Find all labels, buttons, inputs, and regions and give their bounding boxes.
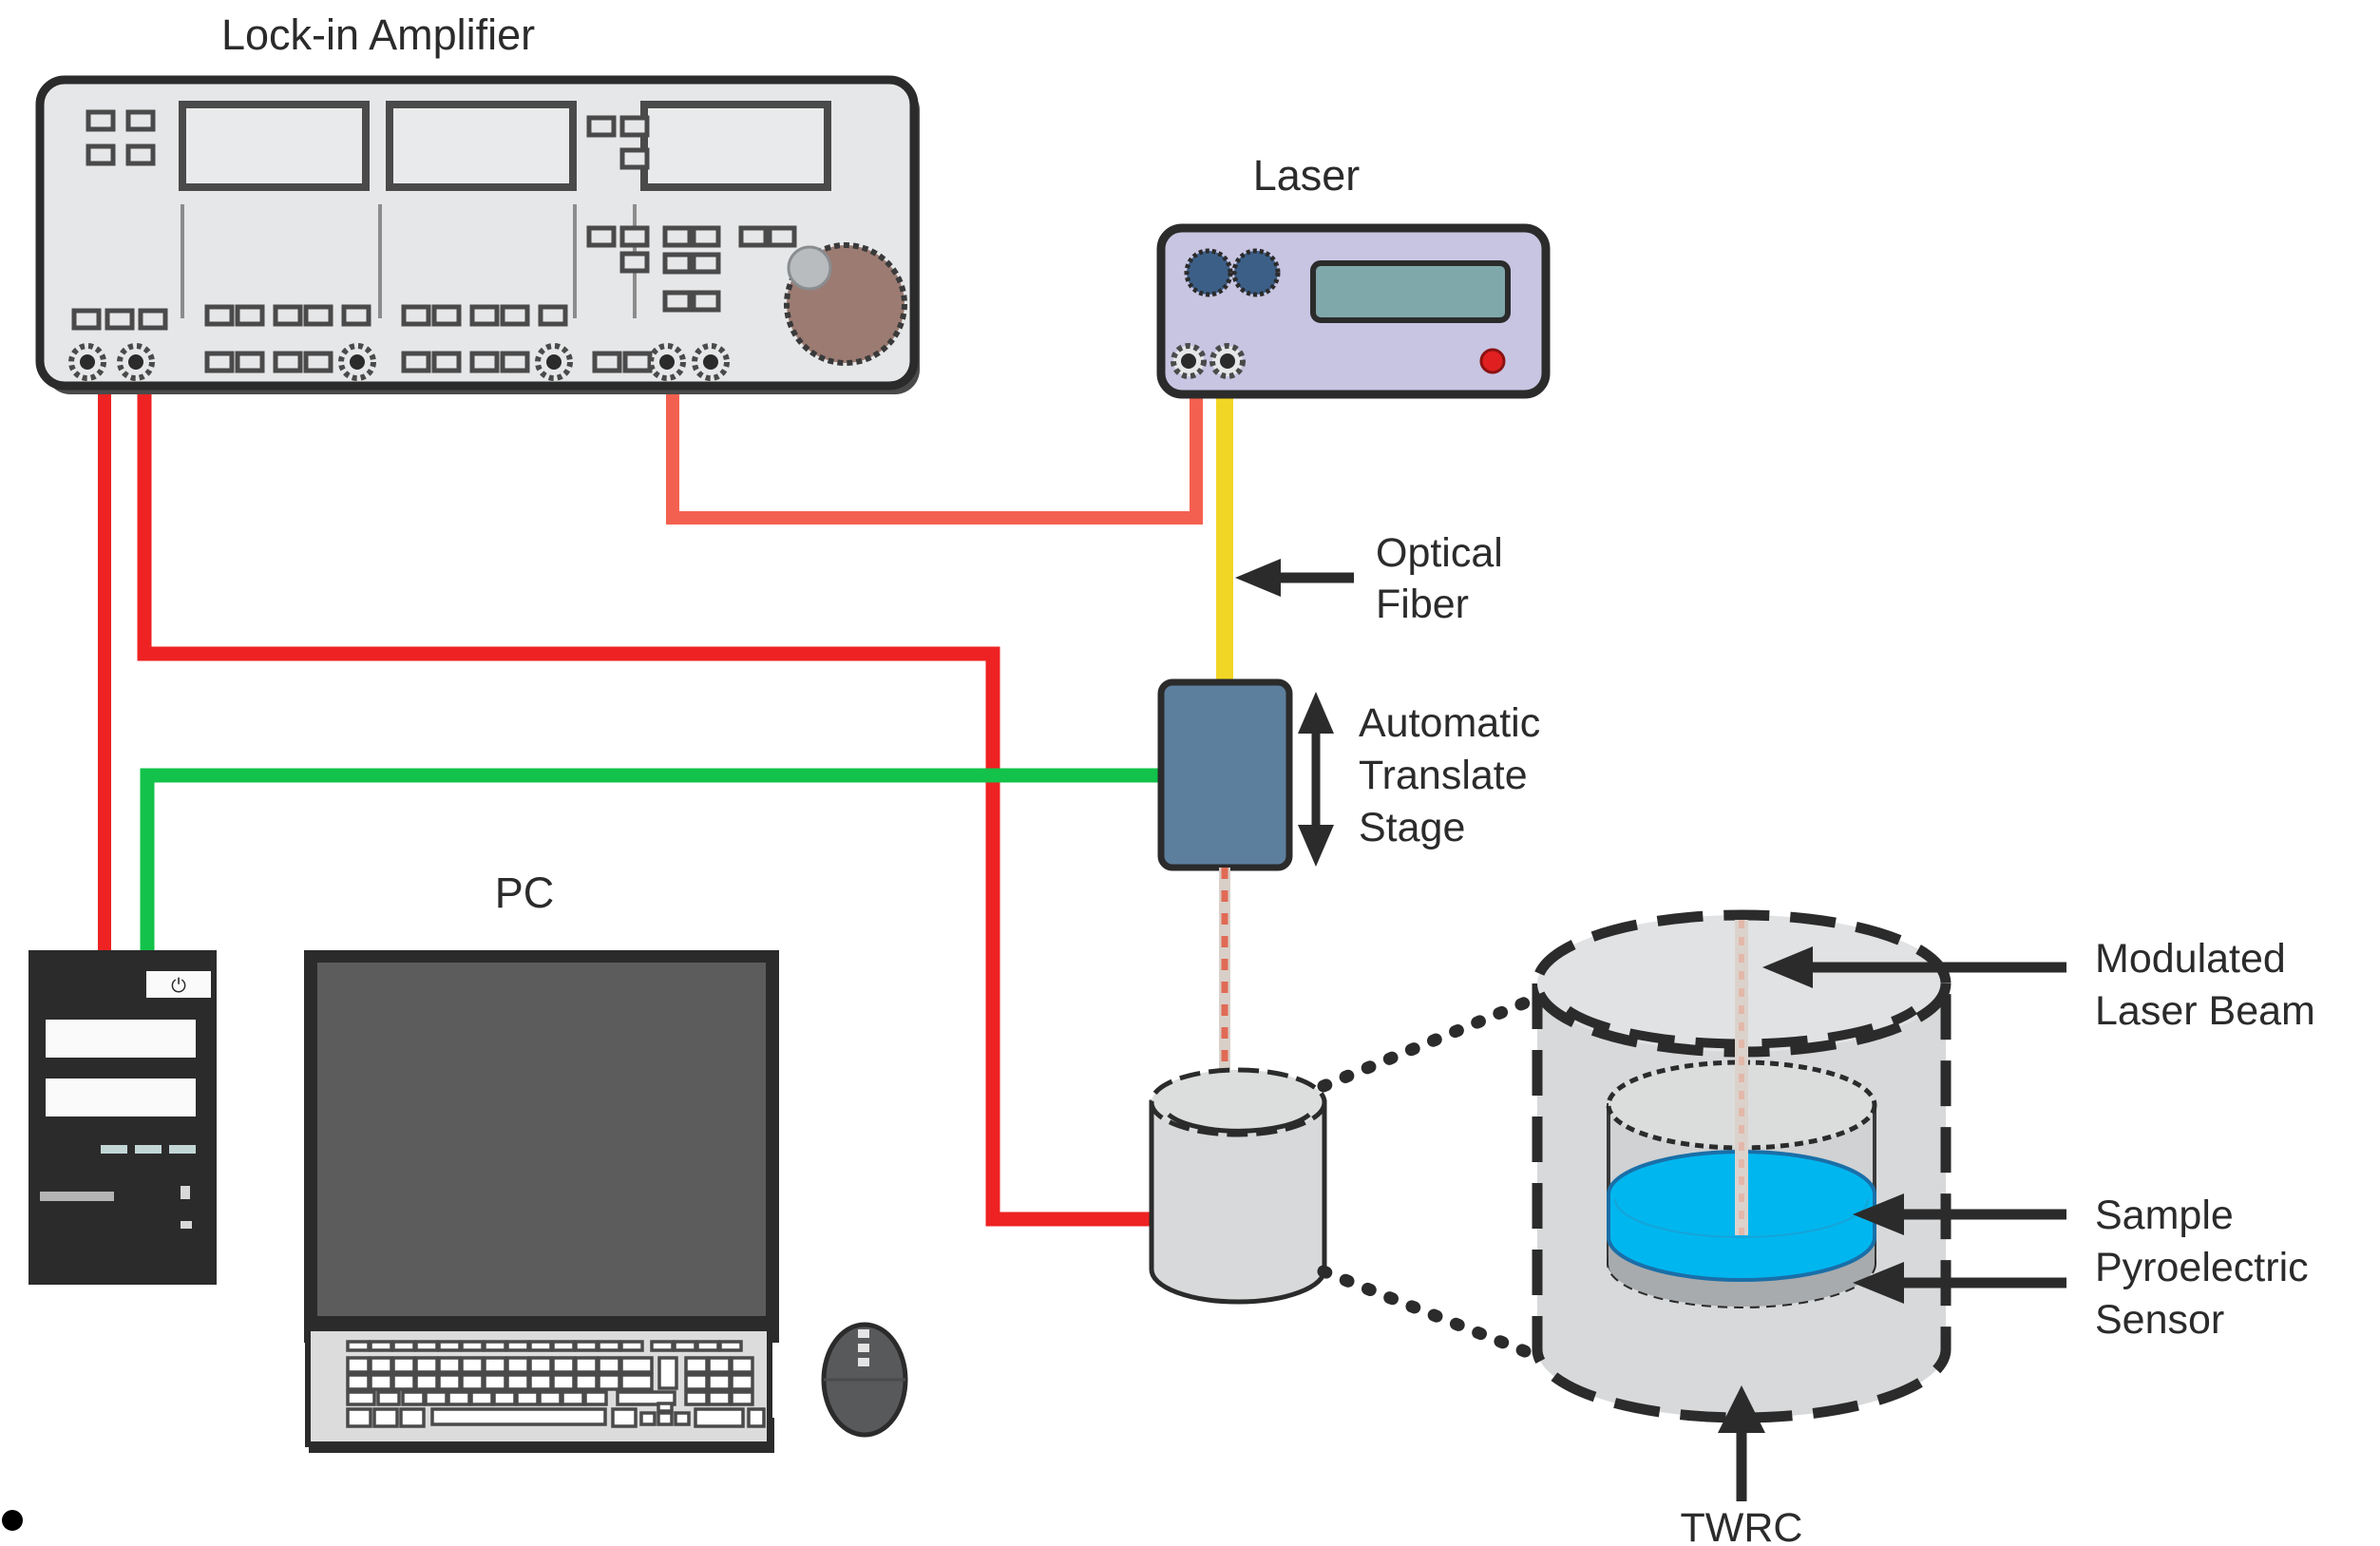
lockin-to-sample-cable xyxy=(137,394,1152,1227)
laser-unit[interactable] xyxy=(1156,223,1551,399)
power-icon: ⏻ xyxy=(171,976,186,997)
usb-port-1[interactable] xyxy=(101,1145,127,1154)
sample-annotation-arrow xyxy=(1853,1193,2066,1235)
optical-fiber-label-line2: Fiber xyxy=(1376,582,1469,627)
optical-fiber-label-line1: Optical xyxy=(1376,530,1503,576)
laser-button-2[interactable] xyxy=(1231,248,1281,297)
modulated-beam-label-line2: Laser Beam xyxy=(2095,988,2315,1034)
pc-monitor[interactable] xyxy=(304,950,779,1453)
twrc-arrow xyxy=(1718,1385,1765,1501)
caption-dot xyxy=(2,1510,23,1531)
laser-bnc-1[interactable] xyxy=(1171,343,1207,379)
translate-stage-motion-arrow xyxy=(1298,692,1334,867)
pc-to-stage-cable xyxy=(140,768,1161,950)
laser-button-1[interactable] xyxy=(1184,248,1233,297)
front-slot xyxy=(40,1192,114,1201)
laser-bnc-2[interactable] xyxy=(1209,343,1246,379)
automatic-translate-stage[interactable] xyxy=(1157,678,1293,871)
translate-stage-label-line1: Automatic xyxy=(1359,700,1540,746)
lockin-button-row-left[interactable] xyxy=(74,311,165,328)
translate-stage-label-line3: Stage xyxy=(1359,805,1465,850)
modulated-beam-annotation-arrow xyxy=(1762,946,2066,988)
modulated-beam-label-line1: Modulated xyxy=(2095,936,2286,982)
lockin-rotary-knob[interactable] xyxy=(784,242,907,366)
pyroelectric-label: Pyroelectric xyxy=(2095,1245,2309,1290)
status-led-2 xyxy=(181,1221,192,1229)
sensor-label: Sensor xyxy=(2095,1297,2224,1343)
laser-power-led xyxy=(1479,348,1506,374)
pc-keyboard[interactable] xyxy=(305,1326,772,1447)
sample-label: Sample xyxy=(2095,1193,2234,1238)
optical-drive-1[interactable] xyxy=(46,1020,196,1058)
pc-label: PC xyxy=(495,868,555,917)
twrc-cell[interactable] xyxy=(1532,909,1952,1501)
callout-dotted-lines xyxy=(1317,988,1551,1365)
translate-stage-label-line2: Translate xyxy=(1359,753,1528,798)
laser-label: Laser xyxy=(1253,151,1361,200)
usb-port-2[interactable] xyxy=(135,1145,162,1154)
monitor-screen xyxy=(317,963,766,1316)
lockin-display-panels xyxy=(179,101,831,191)
status-led-1 xyxy=(181,1186,190,1199)
optical-fiber-annotation-arrow xyxy=(1235,559,1354,597)
mouse-wheel[interactable] xyxy=(858,1329,869,1338)
twrc-label: TWRC xyxy=(1681,1505,1803,1546)
lock-in-amplifier[interactable] xyxy=(35,75,920,394)
lock-in-amplifier-label: Lock-in Amplifier xyxy=(221,10,535,59)
lockin-to-laser-cable xyxy=(666,394,1203,525)
mouse-wheel-seg2 xyxy=(858,1344,869,1352)
optical-drive-2[interactable] xyxy=(46,1078,196,1117)
usb-port-3[interactable] xyxy=(169,1145,196,1154)
pc-mouse[interactable] xyxy=(821,1322,908,1438)
sample-cell-small[interactable] xyxy=(1149,1067,1327,1305)
mouse-wheel-seg3 xyxy=(858,1358,869,1366)
pc-tower[interactable]: ⏻ xyxy=(29,950,217,1285)
pyroelectric-sensor-annotation-arrow xyxy=(1853,1262,2066,1304)
laser-display xyxy=(1310,260,1511,323)
lockin-bnc-connectors[interactable] xyxy=(68,343,730,381)
